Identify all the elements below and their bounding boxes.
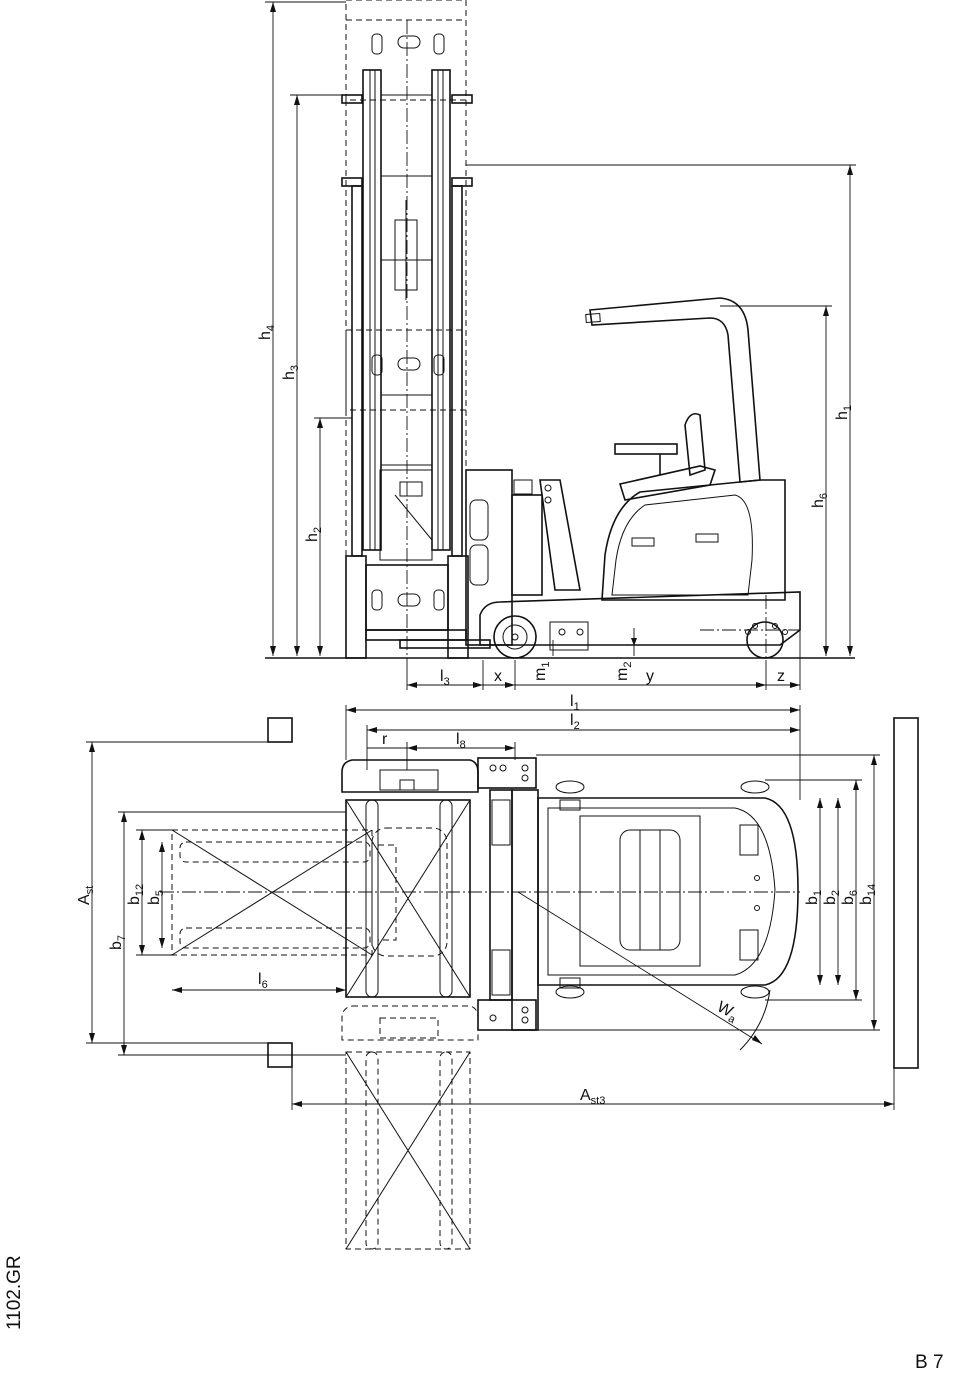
page-number: B 7 [915,1352,944,1373]
length-dimensions-side [406,630,801,690]
label-m2: m2 [614,662,634,681]
label-h1: h1 [834,405,854,420]
label-x: x [494,668,502,685]
label-h4: h4 [257,325,277,340]
pallet-outline [171,827,448,957]
height-dimensions [265,1,856,656]
label-z: z [777,668,785,685]
label-b7: b7 [108,935,128,950]
drive-wheel [746,621,784,659]
width-dimensions-left [86,741,346,1056]
length-dimensions-top [345,705,801,800]
dimension-labels: h4 h3 h2 h1 h6 l3 x m1 m2 y z l1 l2 r l8… [4,325,944,1373]
reach-frame [465,469,581,646]
label-l8: l8 [456,731,466,751]
top-view [86,705,919,1250]
chassis-top [160,780,800,1031]
chassis [479,591,801,660]
mast [341,20,473,660]
label-b12: b12 [126,884,146,905]
label-h6: h6 [810,493,830,508]
front-wheel [493,615,537,659]
rack-post-top [267,717,293,743]
page-code: 1102.GR [4,1255,25,1330]
label-h3: h3 [281,365,301,380]
label-y: y [646,668,654,685]
label-l2: l2 [570,712,580,732]
label-b6: b6 [840,890,860,905]
label-wa: Wa [713,999,742,1027]
label-ast3: Ast3 [580,1087,605,1107]
label-b1: b1 [804,890,824,905]
label-b2: b2 [822,890,842,905]
turning-radius [517,891,771,1051]
fork-head-top [341,757,537,998]
label-h2: h2 [304,527,324,542]
label-r: r [382,731,388,748]
label-b14: b14 [858,884,878,905]
rotated-load-outline [341,1005,479,1250]
aisle-wall [893,717,919,1069]
aisle-width-dimension [291,1067,895,1110]
label-l3: l3 [440,668,450,688]
width-dimensions-right [536,754,880,1031]
label-ast: Ast [76,886,96,905]
fork-carriage [345,555,491,659]
label-l6: l6 [258,971,268,991]
label-l1: l1 [570,693,580,713]
operator-cab [585,297,786,601]
side-view [265,0,856,690]
label-m1: m1 [532,662,552,681]
label-b5: b5 [146,890,166,905]
